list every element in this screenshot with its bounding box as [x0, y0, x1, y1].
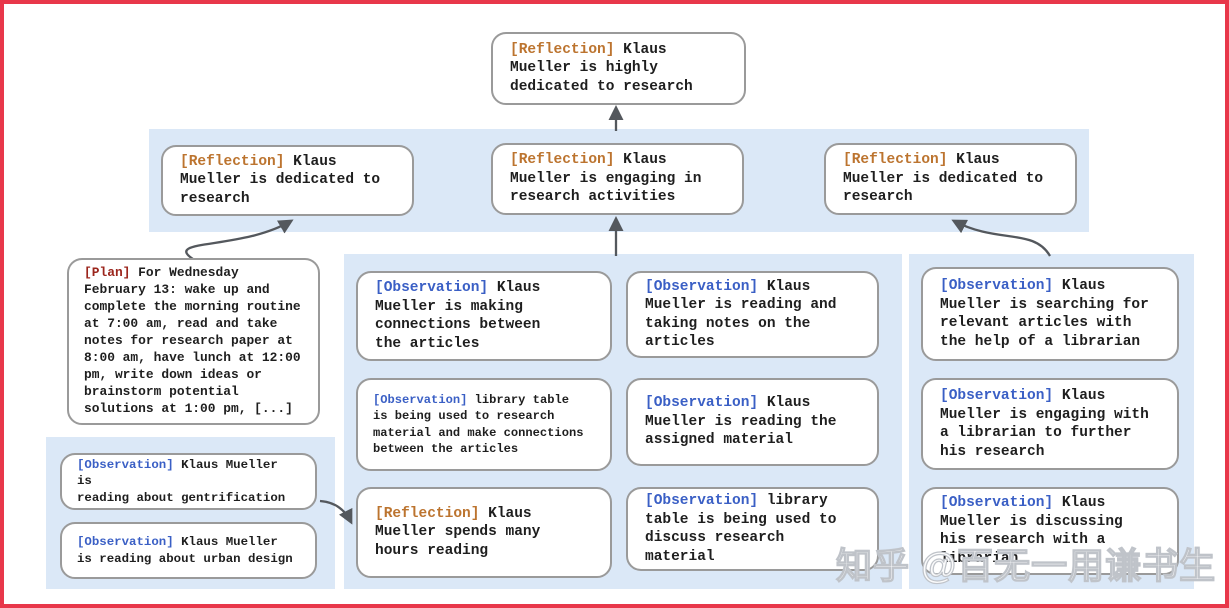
observation-tag: [Observation] [645, 278, 759, 295]
node-text: [Observation] Klaus Mueller is engaging … [940, 387, 1149, 461]
node-text: [Observation] Klaus Mueller is reading a… [77, 534, 293, 567]
node-body: Klaus Mueller is engaging with a librari… [940, 388, 1149, 460]
node-text: [Observation] Klaus Mueller is reading t… [645, 394, 836, 450]
node-body: Klaus Mueller is reading about gentrific… [77, 458, 286, 505]
reflection-tag: [Reflection] [375, 505, 480, 522]
zhihu-watermark: 知乎 @百无一用谦书生 [835, 544, 1217, 586]
node-reflection-hours-reading: [Reflection] Klaus Mueller spends many h… [356, 487, 612, 578]
node-text: [Observation] Klaus Mueller is searching… [940, 277, 1149, 351]
node-body: Klaus Mueller is searching for relevant … [940, 278, 1149, 350]
observation-tag: [Observation] [375, 280, 489, 296]
node-body: For Wednesday February 13: wake up and c… [84, 265, 301, 416]
node-body: Klaus Mueller is reading the assigned ma… [645, 395, 837, 449]
node-text: [Reflection] Klaus Mueller is dedicated … [180, 153, 380, 209]
node-reflection-left: [Reflection] Klaus Mueller is dedicated … [161, 145, 414, 216]
reflection-tag: [Reflection] [510, 152, 615, 169]
node-body: Klaus Mueller is highly dedicated to res… [510, 41, 693, 95]
reflection-tag: [Reflection] [843, 152, 948, 169]
node-body: Klaus Mueller is reading and taking note… [645, 278, 837, 351]
node-observation-connections: [Observation] Klaus Mueller is making co… [356, 271, 612, 361]
node-text: [Observation] Klaus Mueller is reading a… [645, 278, 836, 352]
observation-tag: [Observation] [373, 393, 468, 408]
node-observation-library-discuss: [Observation] library table is being use… [626, 487, 879, 571]
node-body: library table is being used to discuss r… [645, 493, 837, 565]
observation-tag: [Observation] [940, 278, 1054, 294]
node-observation-assigned-material: [Observation] Klaus Mueller is reading t… [626, 378, 879, 466]
node-body: Klaus Mueller is making connections betw… [375, 280, 541, 352]
node-text: [Observation] library table is being use… [373, 392, 583, 456]
node-text: [Reflection] Klaus Mueller spends many h… [375, 505, 540, 561]
node-observation-library-research: [Observation] library table is being use… [356, 378, 612, 471]
node-body: Klaus Mueller spends many hours reading [375, 505, 541, 559]
node-body: Klaus Mueller is dedicated to research [180, 153, 381, 207]
observation-tag: [Observation] [77, 458, 174, 473]
node-text: [Reflection] Klaus Mueller is dedicated … [843, 151, 1043, 207]
reflection-tag: [Reflection] [180, 153, 285, 170]
node-text: [Plan] For Wednesday February 13: wake u… [84, 265, 301, 417]
observation-tag: [Observation] [645, 395, 759, 412]
observation-tag: [Observation] [77, 535, 174, 550]
observation-tag: [Observation] [645, 493, 759, 509]
plan-tag: [Plan] [84, 265, 131, 281]
node-observation-engaging-librarian: [Observation] Klaus Mueller is engaging … [921, 378, 1179, 470]
node-observation-gentrification: [Observation] Klaus Mueller is reading a… [60, 453, 317, 510]
node-reflection-top: [Reflection] Klaus Mueller is highly ded… [491, 32, 746, 105]
node-body: Klaus Mueller is reading about urban des… [77, 535, 293, 566]
node-text: [Observation] Klaus Mueller is making co… [375, 279, 540, 353]
node-observation-searching-articles: [Observation] Klaus Mueller is searching… [921, 267, 1179, 361]
node-observation-urban-design: [Observation] Klaus Mueller is reading a… [60, 522, 317, 579]
node-text: [Reflection] Klaus Mueller is engaging i… [510, 151, 701, 207]
node-observation-taking-notes: [Observation] Klaus Mueller is reading a… [626, 271, 879, 358]
observation-tag: [Observation] [940, 495, 1054, 511]
node-body: library table is being used to research … [373, 393, 584, 456]
node-text: [Observation] Klaus Mueller is reading a… [77, 457, 300, 506]
node-reflection-right: [Reflection] Klaus Mueller is dedicated … [824, 143, 1077, 215]
node-reflection-middle: [Reflection] Klaus Mueller is engaging i… [491, 143, 744, 215]
node-body: Klaus Mueller is engaging in research ac… [510, 152, 702, 206]
node-plan: [Plan] For Wednesday February 13: wake u… [67, 258, 320, 425]
reflection-tag: [Reflection] [510, 41, 615, 58]
node-observation-discussing-research: [Observation] Klaus Mueller is discussin… [921, 487, 1179, 575]
node-body: Klaus Mueller is dedicated to research [843, 152, 1044, 206]
node-body: Klaus Mueller is discussing his research… [940, 495, 1123, 567]
node-text: [Observation] library table is being use… [645, 492, 860, 566]
node-text: [Reflection] Klaus Mueller is highly ded… [510, 41, 693, 97]
observation-tag: [Observation] [940, 388, 1054, 404]
node-text: [Observation] Klaus Mueller is discussin… [940, 494, 1123, 568]
